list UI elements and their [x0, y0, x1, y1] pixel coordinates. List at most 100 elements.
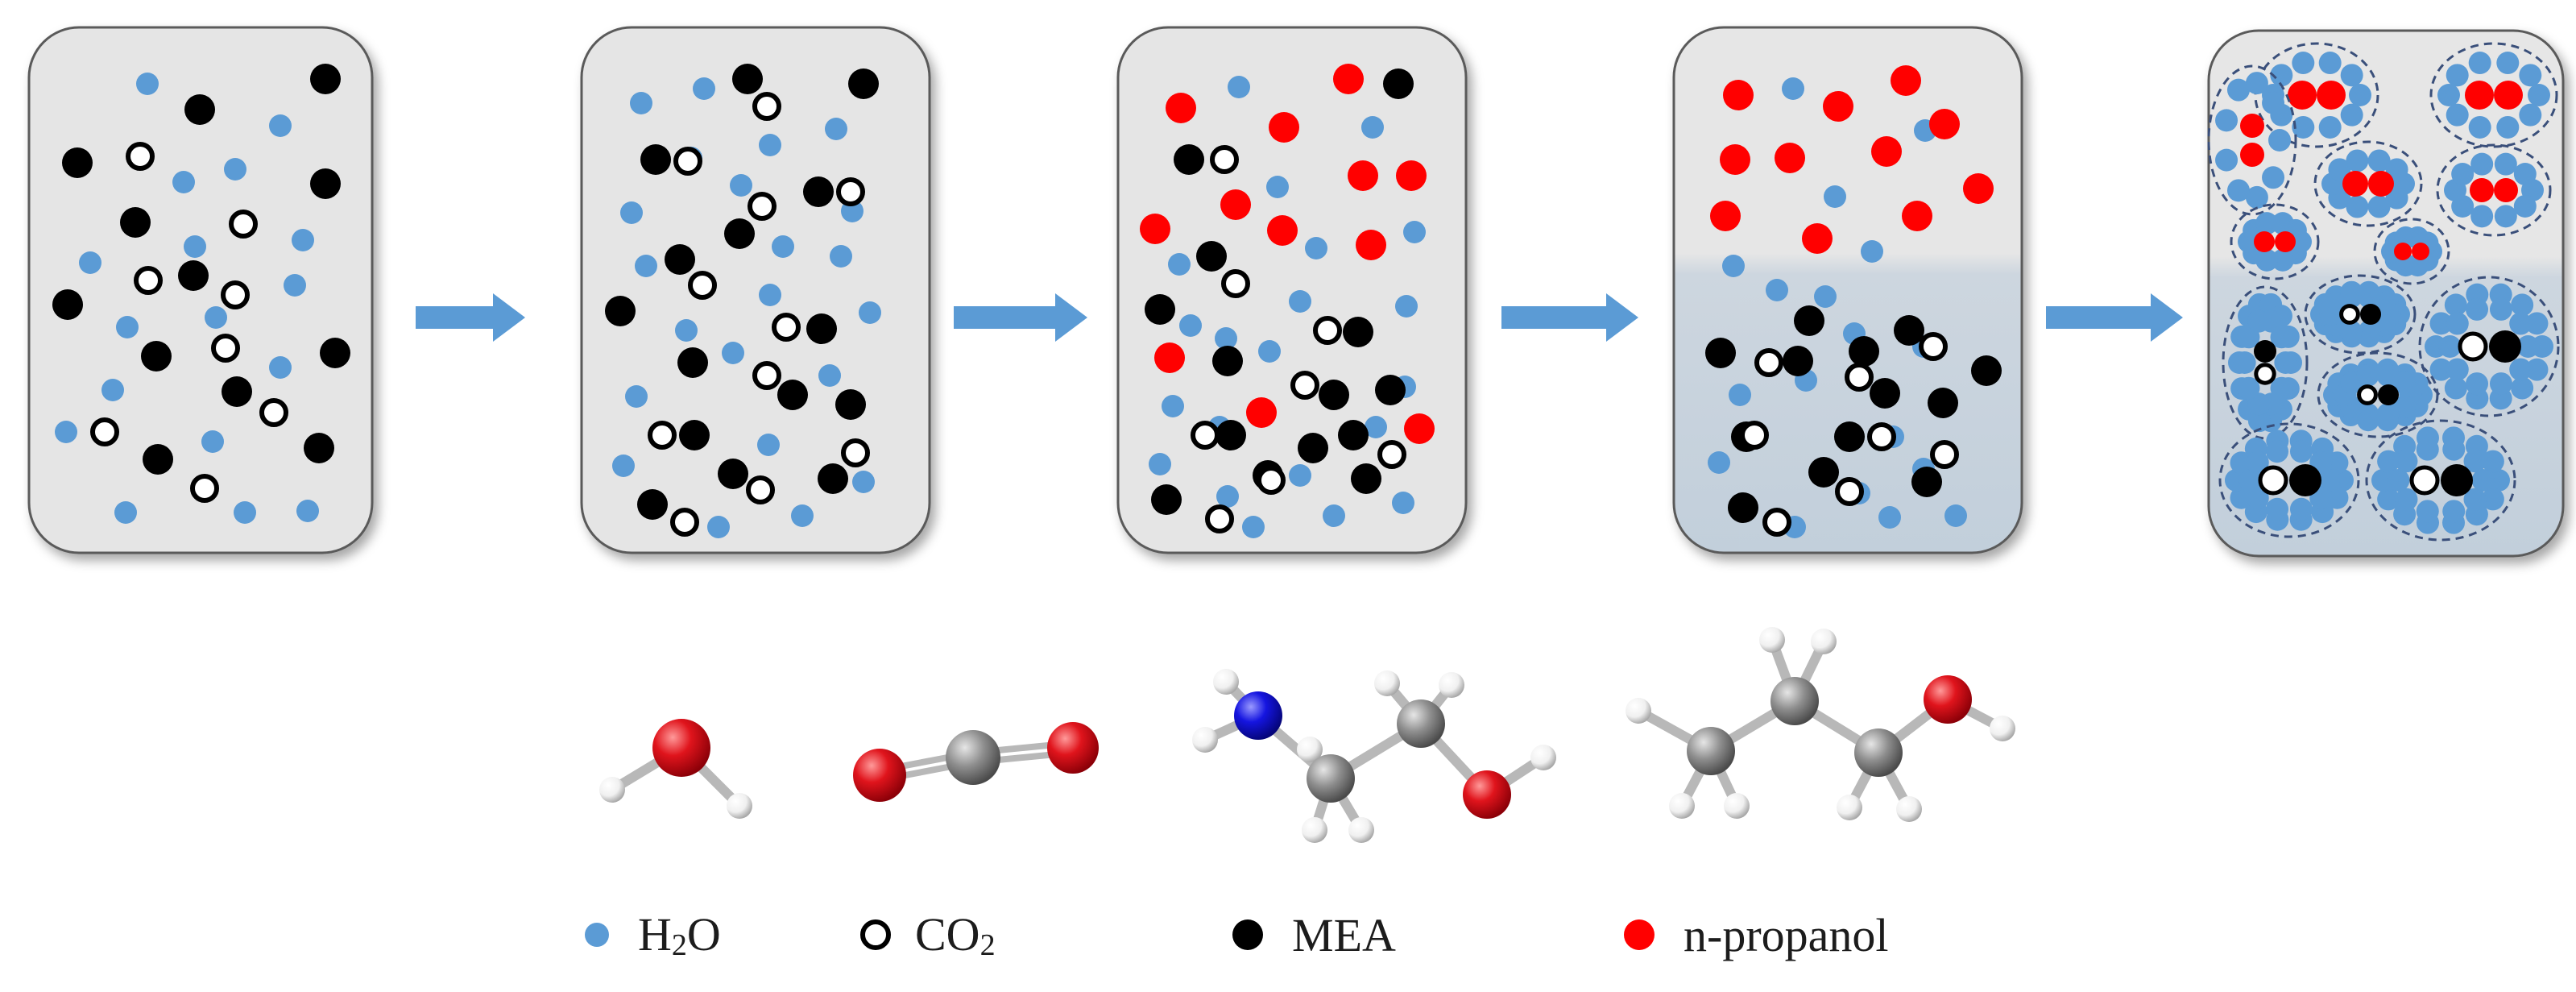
hydrogen-atom: [727, 793, 752, 819]
mea-molecule: [605, 296, 636, 326]
water-molecule: [2245, 72, 2268, 95]
mea-molecule: [143, 444, 173, 475]
co2-molecule: [2409, 465, 2440, 496]
legend-mea-label: MEA: [1292, 908, 1396, 961]
water-molecule: [2289, 497, 2313, 521]
hydrogen-atom: [1837, 795, 1862, 820]
solvation-cluster: [2429, 42, 2558, 148]
water-molecule: [791, 504, 814, 527]
mea-molecule: [1145, 294, 1175, 325]
propanol-molecule: [2275, 231, 2296, 252]
mea-molecule: [640, 144, 671, 175]
water-molecule: [2385, 186, 2408, 210]
water-molecule: [1403, 221, 1426, 243]
co2-molecule: [2339, 304, 2360, 325]
mea-molecule: [2289, 464, 2321, 496]
co2-molecule: [1835, 477, 1864, 506]
water-molecule: [2496, 115, 2520, 139]
hydrogen-atom: [1374, 670, 1400, 696]
solvation-cluster: [2373, 218, 2450, 285]
water-molecule: [1266, 176, 1289, 198]
co2-molecule: [1762, 508, 1791, 537]
propanol-molecule: [1823, 91, 1853, 122]
co2-molecule: [134, 266, 163, 295]
water-molecule: [2266, 497, 2289, 521]
co2-molecule: [1290, 371, 1319, 400]
water-molecule: [2446, 103, 2469, 127]
mea-molecule: [732, 64, 763, 94]
water-molecule: [269, 356, 292, 379]
mea-molecule: [679, 420, 710, 450]
water-molecule: [620, 201, 643, 224]
hydrogen-atom: [1348, 817, 1374, 843]
water-molecule: [830, 245, 852, 268]
water-molecule: [1944, 504, 1967, 527]
carbon-atom: [1307, 754, 1355, 803]
water-molecule: [2262, 91, 2285, 114]
mea-molecule: [637, 489, 668, 520]
mea-molecule: [222, 376, 252, 407]
water-molecule: [2470, 205, 2494, 228]
water-molecule: [2519, 103, 2542, 127]
co2-molecule: [2458, 331, 2488, 362]
water-molecule: [2340, 64, 2363, 87]
water-molecule: [1242, 516, 1265, 538]
water-molecule: [2395, 488, 2418, 511]
water-molecule: [1215, 327, 1237, 350]
propanol-molecule: [2494, 178, 2518, 202]
legend: H2O CO2 MEA n-propanol: [0, 894, 2576, 983]
co2-molecule: [1210, 145, 1239, 174]
water-molecule: [1729, 384, 1751, 406]
mea-molecule: [1849, 336, 1879, 367]
water-molecule: [2246, 487, 2269, 510]
water-molecule: [2511, 293, 2534, 317]
water-molecule: [818, 364, 841, 387]
water-molecule: [2516, 335, 2540, 358]
water-molecule: [184, 235, 206, 258]
mea-molecule-model: [1192, 669, 1556, 843]
water-molecule: [114, 501, 137, 524]
nitrogen-atom: [1234, 691, 1282, 740]
co2-molecule: [746, 475, 775, 504]
co2-molecule: [229, 210, 258, 239]
carbon-atom: [1854, 728, 1903, 777]
right-arrow-icon: [2046, 293, 2183, 342]
hydrogen-atom: [1192, 727, 1218, 753]
water-molecule: [2496, 52, 2520, 75]
mea-molecule: [310, 64, 341, 94]
water-molecule: [2340, 103, 2363, 127]
co2-molecule: [2357, 384, 2378, 405]
co2-molecule: [2258, 465, 2288, 496]
water-molecule: [1258, 340, 1281, 363]
water-molecule: [234, 501, 256, 524]
water-molecule: [2246, 450, 2269, 474]
propanol-molecule: [1246, 397, 1277, 428]
hydrogen-atom: [1669, 793, 1695, 819]
propanol-molecule: [1356, 230, 1386, 260]
co2-molecule: [836, 177, 865, 206]
water-molecule: [2358, 320, 2381, 343]
co2-molecule: [841, 438, 870, 467]
water-molecule: [2494, 152, 2517, 176]
water-molecule: [1323, 504, 1345, 527]
water-molecule: [759, 134, 781, 156]
panel-container: [27, 26, 374, 554]
propanol-molecule: [2342, 171, 2368, 197]
water-molecule: [2513, 194, 2537, 218]
water-molecule: [2489, 297, 2512, 321]
mea-molecule: [1319, 380, 1349, 410]
co2-molecule: [673, 147, 702, 176]
water-molecule: [612, 454, 635, 477]
mea-molecule: [310, 168, 341, 199]
solvation-cluster: [2222, 285, 2309, 440]
water-molecule: [2289, 440, 2313, 463]
water-molecule: [79, 251, 101, 274]
water-molecule: [1361, 116, 1384, 139]
water-molecule: [2262, 166, 2285, 189]
water-molecule: [224, 158, 246, 181]
carbon-atom: [1770, 677, 1819, 725]
water-molecule: [825, 118, 847, 140]
propanol-molecule: [2470, 178, 2494, 202]
propanol-molecule: [2494, 81, 2523, 110]
